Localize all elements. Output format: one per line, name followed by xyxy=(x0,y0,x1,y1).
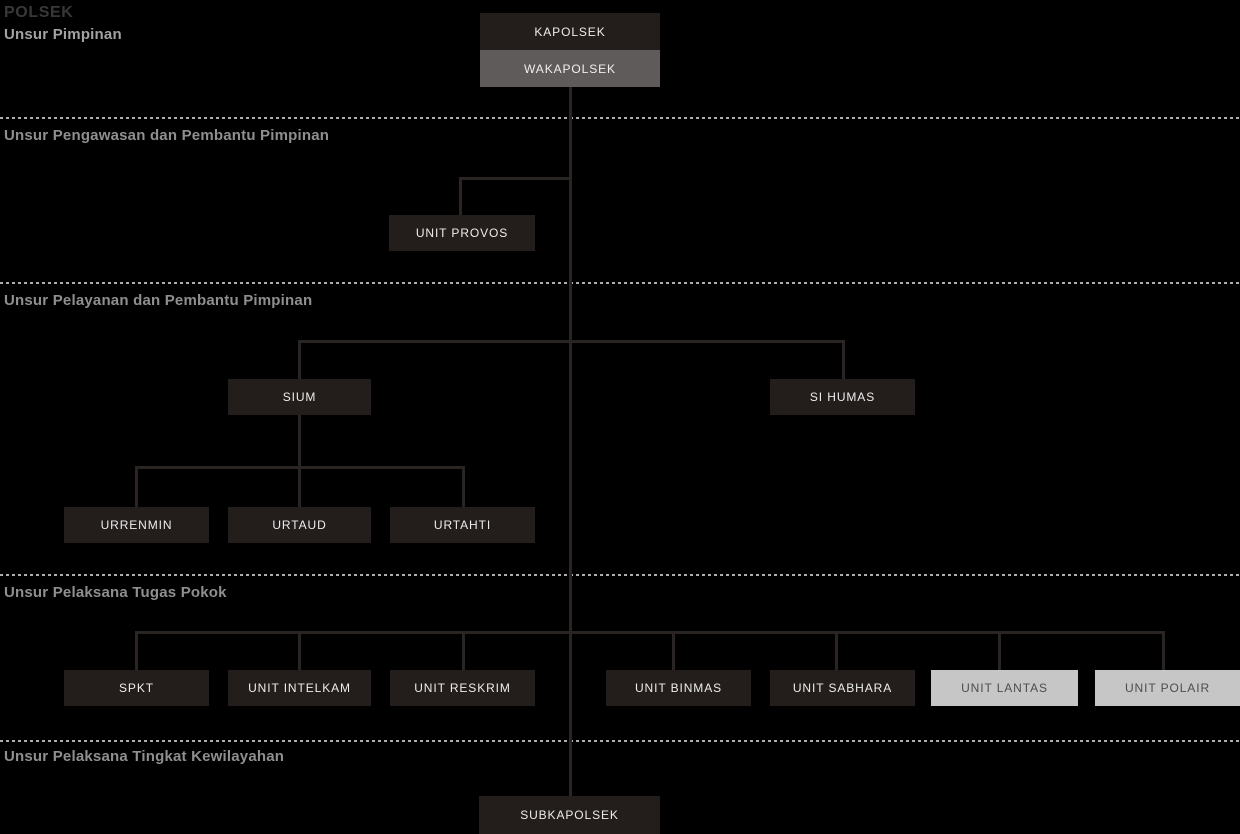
connector-line xyxy=(1162,631,1165,670)
connector-line xyxy=(298,631,301,670)
section-separator xyxy=(0,282,1240,284)
section-label-pelayanan: Unsur Pelayanan dan Pembantu Pimpinan xyxy=(4,292,313,309)
node-urrenmin[interactable]: URRENMIN xyxy=(64,507,209,543)
node-sium[interactable]: SIUM xyxy=(228,379,371,415)
section-separator xyxy=(0,117,1240,119)
node-unit-provos[interactable]: UNIT PROVOS xyxy=(389,215,535,251)
section-label-pengawasan: Unsur Pengawasan dan Pembantu Pimpinan xyxy=(4,127,330,144)
connector-line xyxy=(462,466,465,507)
node-si-humas[interactable]: SI HUMAS xyxy=(770,379,915,415)
page-title: POLSEK xyxy=(4,4,74,21)
connector-line xyxy=(298,340,845,343)
connector-line xyxy=(672,631,675,670)
node-unit-lantas[interactable]: UNIT LANTAS xyxy=(931,670,1078,706)
node-unit-polair[interactable]: UNIT POLAIR xyxy=(1095,670,1240,706)
connector-line xyxy=(135,631,138,670)
node-spkt[interactable]: SPKT xyxy=(64,670,209,706)
section-label-kewilayahan: Unsur Pelaksana Tingkat Kewilayahan xyxy=(4,748,285,765)
section-label-pimpinan: Unsur Pimpinan xyxy=(4,26,122,43)
node-unit-sabhara[interactable]: UNIT SABHARA xyxy=(770,670,915,706)
node-subkapolsek[interactable]: SUBKAPOLSEK xyxy=(479,796,660,834)
connector-line xyxy=(298,340,301,379)
connector-line xyxy=(842,340,845,379)
connector-line xyxy=(459,177,571,180)
section-separator xyxy=(0,740,1240,742)
node-urtaud[interactable]: URTAUD xyxy=(228,507,371,543)
connector-line xyxy=(298,466,301,507)
node-kapolsek[interactable]: KAPOLSEK xyxy=(480,13,660,50)
connector-line xyxy=(135,466,138,507)
section-label-pelaksana-pokok: Unsur Pelaksana Tugas Pokok xyxy=(4,584,227,601)
section-separator xyxy=(0,574,1240,576)
connector-line xyxy=(998,631,1001,670)
connector-main-trunk xyxy=(569,86,572,796)
node-urtahti[interactable]: URTAHTI xyxy=(390,507,535,543)
node-unit-reskrim[interactable]: UNIT RESKRIM xyxy=(390,670,535,706)
node-wakapolsek[interactable]: WAKAPOLSEK xyxy=(480,50,660,87)
node-unit-binmas[interactable]: UNIT BINMAS xyxy=(606,670,751,706)
connector-line xyxy=(135,631,1165,634)
connector-line xyxy=(462,631,465,670)
node-unit-intelkam[interactable]: UNIT INTELKAM xyxy=(228,670,371,706)
connector-line xyxy=(835,631,838,670)
connector-line xyxy=(459,177,462,215)
connector-line xyxy=(298,415,301,468)
